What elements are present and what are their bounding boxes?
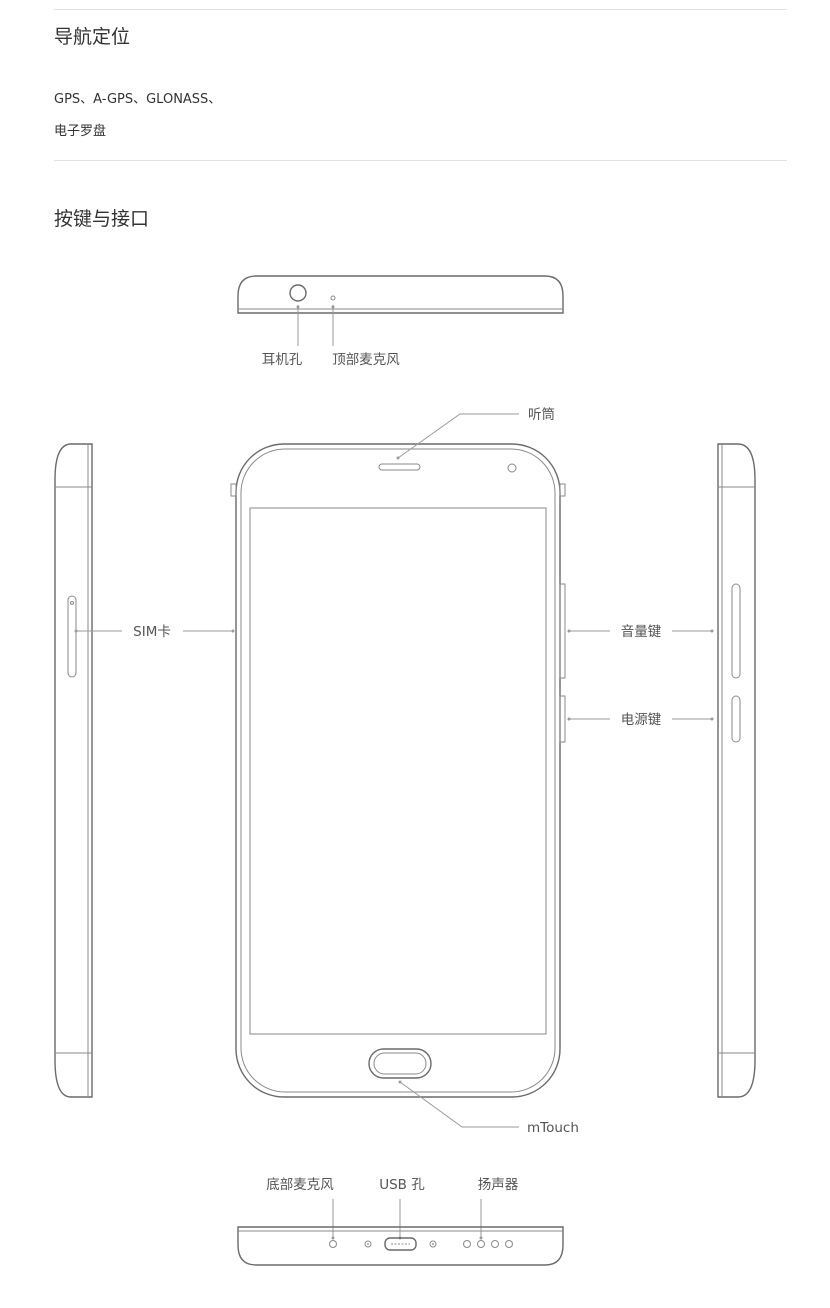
phone-top-view — [237, 275, 564, 346]
screw-icon — [429, 1240, 437, 1248]
front-camera — [507, 463, 517, 473]
navigation-title: 导航定位 — [54, 26, 131, 48]
power-key — [559, 695, 566, 743]
speaker-label: 扬声器 — [478, 1177, 519, 1193]
bottom-mic-hole — [329, 1240, 337, 1248]
navigation-spec-line: 电子罗盘 — [54, 124, 107, 139]
earpiece-label: 听筒 — [528, 406, 555, 423]
mtouch-label: mTouch — [527, 1120, 579, 1136]
earpiece-grille — [378, 463, 421, 471]
top-divider — [54, 9, 787, 10]
headphone-jack-label: 耳机孔 — [262, 352, 303, 368]
usb-label: USB 孔 — [379, 1177, 425, 1193]
phone-right-side-view — [717, 443, 756, 1098]
volume-key — [559, 583, 566, 679]
bottom-mic-label: 底部麦克风 — [266, 1177, 334, 1193]
speaker-hole — [477, 1240, 485, 1248]
phone-front-view — [230, 443, 566, 1098]
navigation-spec-line: GPS、A-GPS、GLONASS、 — [54, 92, 222, 107]
usb-port — [384, 1237, 417, 1251]
volume-label: 音量键 — [621, 623, 662, 640]
mtouch-home-button — [368, 1048, 432, 1079]
phone-bottom-view — [237, 1226, 564, 1266]
screen — [249, 507, 547, 1035]
speaker-hole — [491, 1240, 499, 1248]
sim-tray — [67, 595, 77, 678]
screw-icon — [364, 1240, 372, 1248]
top-mic-label: 顶部麦克风 — [332, 352, 400, 368]
power-label: 电源键 — [621, 712, 662, 728]
volume-key-side — [731, 583, 741, 679]
sim-label: SIM卡 — [133, 624, 171, 640]
speaker-hole — [463, 1240, 471, 1248]
headphone-jack-hole — [289, 284, 307, 302]
phone-left-side-view — [54, 443, 93, 1098]
power-key-side — [731, 695, 741, 743]
section-divider — [54, 160, 787, 161]
buttons-ports-title: 按键与接口 — [54, 208, 150, 230]
top-mic-hole — [330, 295, 336, 301]
speaker-hole — [505, 1240, 513, 1248]
